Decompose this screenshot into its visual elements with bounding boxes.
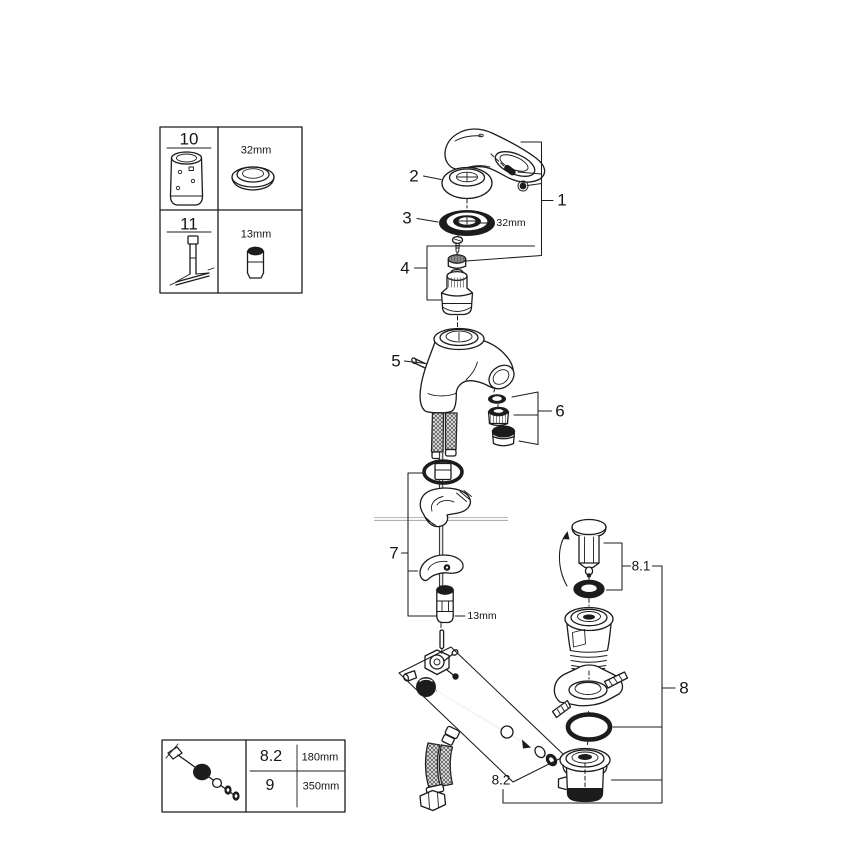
cartridge-thumbnail xyxy=(171,152,203,205)
dim-13mm: 13mm xyxy=(467,609,497,622)
callout-2: 2 xyxy=(409,166,419,186)
cap-nut-32mm xyxy=(439,210,495,236)
table-ref-10: 10 xyxy=(179,129,199,149)
table-size-13mm: 13mm xyxy=(240,228,272,241)
supply-hose-9 xyxy=(420,726,460,811)
rotate-arrow xyxy=(559,531,570,586)
cartridge xyxy=(442,270,473,315)
table-ref-8-2: 8.2 xyxy=(259,748,283,765)
supply-hoses xyxy=(432,413,458,459)
callout-8: 8 xyxy=(679,678,689,698)
cartridge-screw xyxy=(453,237,463,254)
centerlines xyxy=(441,199,589,787)
dim-32mm: 32mm xyxy=(496,216,526,229)
drain-oring xyxy=(568,715,610,740)
callout-4: 4 xyxy=(400,258,410,278)
callout-1: 1 xyxy=(557,190,567,210)
table-ref-11: 11 xyxy=(180,214,198,234)
callout-lines xyxy=(402,142,676,803)
table-len-180mm: 180mm xyxy=(301,751,339,764)
callout-5: 5 xyxy=(391,351,401,371)
pop-up-rod xyxy=(437,691,558,767)
mounting-nut-13mm xyxy=(437,586,453,623)
cap-nut-thumbnail xyxy=(232,167,274,190)
drain-body-lower xyxy=(559,749,611,802)
callout-7: 7 xyxy=(389,543,399,563)
callout-3: 3 xyxy=(402,208,412,228)
drain-body-upper xyxy=(565,608,613,671)
aerator-washer xyxy=(488,394,506,404)
handle-screw xyxy=(504,164,516,176)
socket-thumbnail xyxy=(248,246,264,278)
cartridge-cap xyxy=(448,255,465,268)
parts-table-bottom-frame xyxy=(162,740,345,812)
callout-8-2: 8.2 xyxy=(491,772,511,788)
handle-plug xyxy=(518,181,528,191)
service-tool-thumbnail xyxy=(170,236,214,285)
callout-6: 6 xyxy=(555,401,565,421)
drain-clamp xyxy=(553,665,628,718)
parts-table-top-frame xyxy=(160,127,302,293)
linkage-boundary xyxy=(399,647,565,782)
table-ref-9: 9 xyxy=(265,777,275,794)
base-seal-ring xyxy=(424,461,462,483)
handle-ring xyxy=(442,168,492,199)
rod-thumbnail xyxy=(166,744,240,801)
mounting-bracket xyxy=(420,488,471,527)
callout-8-1: 8.1 xyxy=(631,558,651,574)
table-size-32mm: 32mm xyxy=(240,144,272,157)
ball-joint xyxy=(403,649,459,697)
plug-seal-8-1 xyxy=(574,580,604,597)
table-len-350mm: 350mm xyxy=(302,780,340,793)
aerator-insert xyxy=(489,406,509,426)
faucet-body xyxy=(411,329,519,413)
aerator-housing xyxy=(493,426,515,446)
pop-up-plug xyxy=(572,520,606,578)
pivot-pin xyxy=(440,630,444,649)
crescent-washer xyxy=(420,555,463,580)
